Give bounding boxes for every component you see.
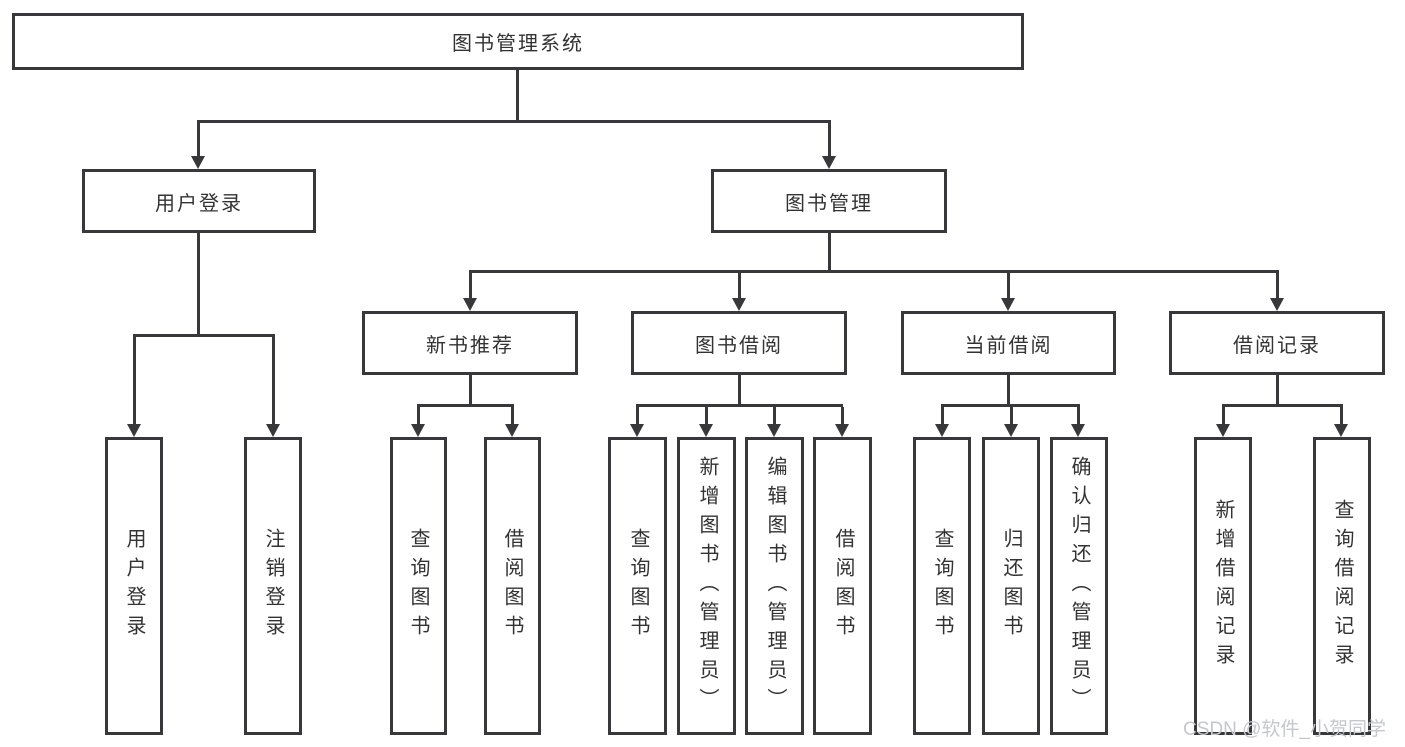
connector-line xyxy=(469,270,1279,273)
connector-line xyxy=(828,123,831,158)
connector-line xyxy=(636,407,639,426)
arrowhead-down xyxy=(1004,424,1018,437)
arrowhead-down xyxy=(935,424,949,437)
leaf-cb-query-books: 查询图书 xyxy=(913,437,971,735)
connector-line xyxy=(773,407,776,426)
csdn-watermark: CSDN @软件_小贺同学 xyxy=(1183,719,1386,740)
connector-line xyxy=(636,404,843,407)
arrowhead-down xyxy=(1001,298,1015,311)
arrowhead-down xyxy=(699,424,713,437)
arrowhead-down xyxy=(732,298,746,311)
node-borrowing-records: 借阅记录 xyxy=(1169,311,1385,375)
leaf-br-query-record: 查询借阅记录 xyxy=(1313,437,1371,735)
node-user-login-branch: 用户登录 xyxy=(82,169,316,233)
connector-line xyxy=(511,407,514,426)
connector-line xyxy=(1010,407,1013,426)
connector-line xyxy=(738,375,741,406)
leaf-bb-add-books-admin: 新增图书（管理员） xyxy=(677,437,736,735)
connector-line xyxy=(197,120,831,123)
node-root-system: 图书管理系统 xyxy=(12,13,1024,70)
arrowhead-down xyxy=(1216,424,1230,437)
arrowhead-down xyxy=(630,424,644,437)
connector-line xyxy=(133,337,136,426)
arrowhead-down xyxy=(835,424,849,437)
leaf-logout: 注销登录 xyxy=(244,437,302,735)
connector-line xyxy=(272,337,275,426)
arrowhead-down xyxy=(411,424,425,437)
connector-line xyxy=(841,407,844,426)
arrowhead-down xyxy=(127,424,141,437)
connector-line xyxy=(197,123,200,158)
connector-line xyxy=(738,273,741,299)
connector-line xyxy=(1276,375,1279,406)
connector-line xyxy=(941,407,944,426)
connector-line xyxy=(516,70,519,123)
leaf-bb-borrow-books: 借阅图书 xyxy=(813,437,872,735)
leaf-bb-query-books: 查询图书 xyxy=(608,437,667,735)
arrowhead-down xyxy=(191,156,205,169)
arrowhead-down xyxy=(266,424,280,437)
arrowhead-down xyxy=(1071,424,1085,437)
arrowhead-down xyxy=(463,298,477,311)
node-book-borrowing: 图书借阅 xyxy=(631,311,847,375)
leaf-cb-return-books: 归还图书 xyxy=(982,437,1040,735)
connector-line xyxy=(1222,404,1343,407)
leaf-user-login: 用户登录 xyxy=(105,437,163,735)
leaf-bb-edit-books-admin: 编辑图书（管理员） xyxy=(745,437,804,735)
connector-line xyxy=(417,407,420,426)
leaf-nbr-query-books: 查询图书 xyxy=(390,437,447,735)
arrowhead-down xyxy=(1270,298,1284,311)
connector-line xyxy=(941,404,1080,407)
node-current-borrowing: 当前借阅 xyxy=(901,311,1116,375)
node-new-book-recommend: 新书推荐 xyxy=(362,311,578,375)
node-book-management-branch: 图书管理 xyxy=(711,169,947,233)
connector-line xyxy=(417,404,514,407)
arrowhead-down xyxy=(822,156,836,169)
connector-line xyxy=(197,233,200,336)
connector-line xyxy=(1007,375,1010,406)
connector-line xyxy=(1340,407,1343,426)
leaf-cb-confirm-return-admin: 确认归还（管理员） xyxy=(1050,437,1108,735)
connector-line xyxy=(705,407,708,426)
connector-line xyxy=(469,375,472,406)
connector-line xyxy=(1222,407,1225,426)
connector-line xyxy=(1276,273,1279,299)
arrowhead-down xyxy=(505,424,519,437)
connector-line xyxy=(828,233,831,272)
arrowhead-down xyxy=(1334,424,1348,437)
connector-line xyxy=(1077,407,1080,426)
connector-line xyxy=(469,273,472,299)
leaf-br-add-record: 新增借阅记录 xyxy=(1194,437,1252,735)
leaf-nbr-borrow-books: 借阅图书 xyxy=(484,437,541,735)
connector-line xyxy=(133,334,275,337)
arrowhead-down xyxy=(767,424,781,437)
connector-line xyxy=(1007,273,1010,299)
